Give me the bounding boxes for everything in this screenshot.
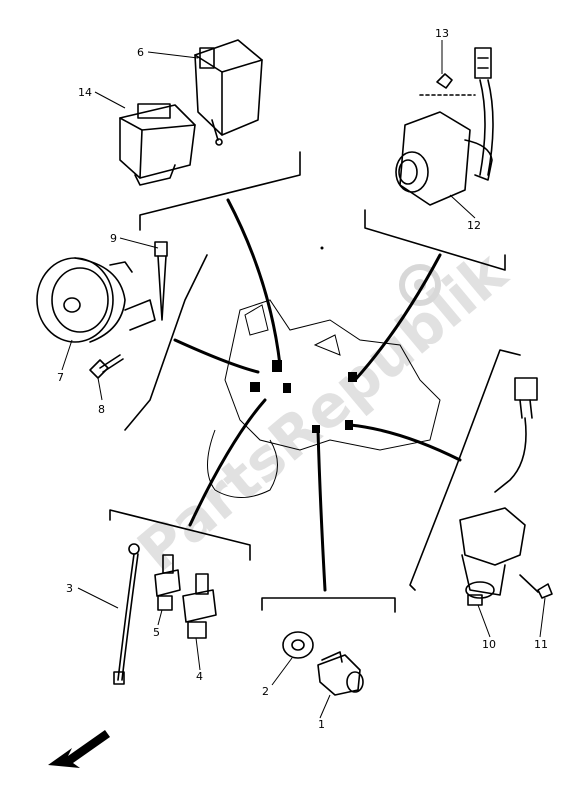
bracket-main-switch [409,349,521,591]
callout-5: 5 [153,626,160,639]
bracket-horn [124,254,208,431]
main-switch-10 [459,377,538,606]
callouts: 1 2 3 4 5 6 7 8 9 10 11 12 13 14 [57,27,548,731]
callout-3: 3 [66,582,73,595]
callout-1: 1 [318,718,325,731]
horn-7 [36,257,156,343]
wire-horn [173,338,260,374]
wire-sensors [188,398,267,527]
flasher-relay-6 [194,39,263,146]
bracket-starter-relay [364,209,506,271]
callout-10: 10 [482,638,496,651]
callout-6: 6 [137,46,144,59]
callout-12: 12 [467,219,481,232]
callout-11: 11 [534,638,548,651]
callout-13: 13 [435,27,449,40]
bracket-neutral-switch [261,597,396,613]
frame-outline [207,246,441,498]
cable-tie-9 [154,241,168,321]
sensor-switch-5 [154,554,181,611]
callout-8: 8 [98,403,105,416]
screw-11 [519,574,553,599]
lead-wire-3 [113,543,140,685]
neutral-switch-1 [317,651,364,696]
wire-neutral [316,428,327,592]
callout-9: 9 [110,232,117,245]
relay-14 [119,103,196,186]
washer-2 [282,631,314,659]
callout-2: 2 [262,685,269,698]
bracket-sensors [109,509,251,561]
wire-starter-relay [353,253,442,382]
callout-4: 4 [196,670,203,683]
callout-14: 14 [78,86,92,99]
bracket-relays [139,151,301,231]
callout-7: 7 [57,371,64,384]
screw-8 [89,354,124,379]
leader-lines [61,40,546,719]
wire-relays [226,198,282,367]
arrow-front-icon [48,730,110,768]
starter-relay-12 [395,47,494,206]
sensor-switch-4 [182,573,217,639]
wire-main-switch [348,423,462,462]
